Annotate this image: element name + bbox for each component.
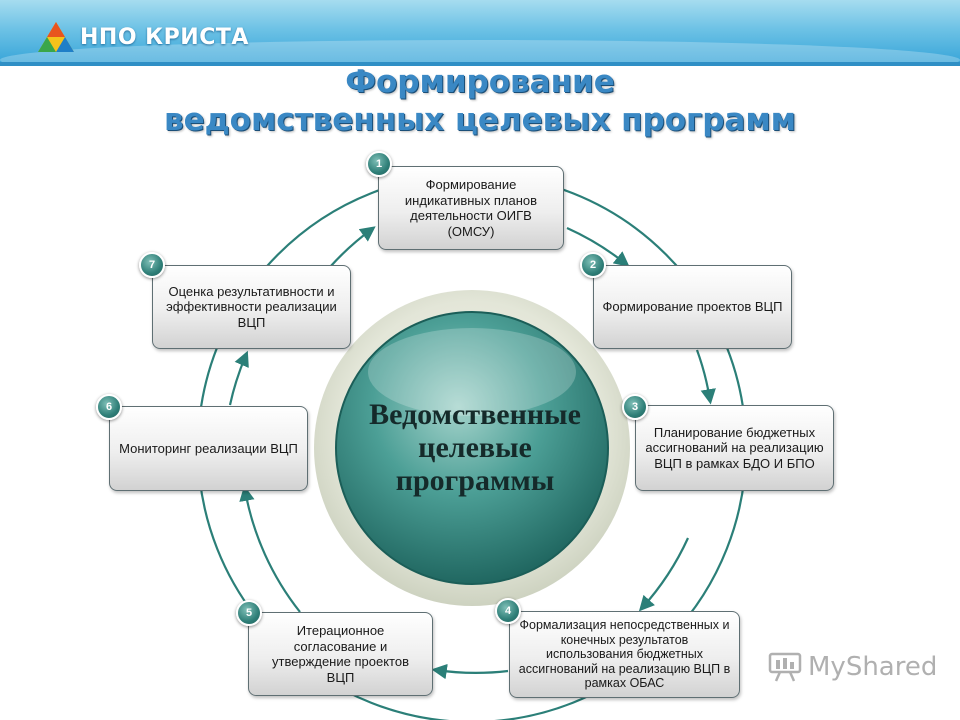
arrow-7-1 <box>329 226 376 268</box>
logo-triangle-icon <box>36 20 76 54</box>
step-badge-1: 1 <box>366 151 392 177</box>
step-num-3: 3 <box>631 401 639 413</box>
step-badge-7: 7 <box>139 252 165 278</box>
step-text-4: Формализация непосредственных и конечных… <box>518 618 731 691</box>
step-badge-4: 4 <box>495 598 521 624</box>
header-banner: НПО КРИСТА <box>0 0 960 62</box>
step-box-4[interactable]: Формализация непосредственных и конечных… <box>509 611 740 698</box>
step-badge-6: 6 <box>96 394 122 420</box>
center-label-line-2: целевые <box>418 431 532 464</box>
step-text-7: Оценка результативности и эффективности … <box>166 283 337 330</box>
arrow-6-7 <box>228 350 249 406</box>
watermark: MyShared <box>768 652 937 682</box>
header-divider <box>0 62 960 66</box>
center-label-line-1: Ведомственные <box>369 398 581 431</box>
step-num-4: 4 <box>504 605 512 617</box>
step-num-5: 5 <box>245 607 253 619</box>
step-text-1: Формирование индикативных планов деятель… <box>404 177 538 239</box>
step-text-6: Мониторинг реализации ВЦП <box>119 440 298 456</box>
step-num-1: 1 <box>375 158 383 170</box>
step-text-5: Итерационное согласование и утверждение … <box>272 623 409 685</box>
arrow-2-3 <box>695 349 716 405</box>
presentation-board-icon <box>768 652 802 682</box>
step-box-2[interactable]: Формирование проектов ВЦП <box>593 265 792 349</box>
arrow-4-5 <box>431 663 509 680</box>
step-text-3: Планирование бюджетных ассигнований на р… <box>645 424 824 471</box>
step-badge-5: 5 <box>236 600 262 626</box>
step-box-7[interactable]: Оценка результативности и эффективности … <box>152 265 351 349</box>
step-badge-3: 3 <box>622 394 648 420</box>
step-box-5[interactable]: Итерационное согласование и утверждение … <box>248 612 433 696</box>
step-badge-2: 2 <box>580 252 606 278</box>
page-title-line-2: ведомственных целевых программ <box>163 102 797 138</box>
arrow-3-4 <box>638 537 690 612</box>
arrow-1-2 <box>566 226 630 267</box>
step-num-6: 6 <box>105 401 113 413</box>
step-text-2: Формирование проектов ВЦП <box>602 299 783 315</box>
watermark-text: MyShared <box>808 652 938 682</box>
center-highlight <box>368 328 576 416</box>
logo-text: НПО КРИСТА <box>80 24 249 50</box>
page-title-line-1: Формирование <box>345 64 615 100</box>
center-label: Ведомственные целевые программы <box>340 398 610 497</box>
logo[interactable]: НПО КРИСТА <box>36 20 249 54</box>
step-num-2: 2 <box>589 259 597 271</box>
center-label-line-3: программы <box>395 464 555 497</box>
arrow-5-6 <box>239 485 301 613</box>
step-num-7: 7 <box>148 259 156 271</box>
step-box-1[interactable]: Формирование индикативных планов деятель… <box>378 166 564 250</box>
step-box-6[interactable]: Мониторинг реализации ВЦП <box>109 406 308 491</box>
page-title: Формирование ведомственных целевых прогр… <box>0 63 960 139</box>
step-box-3[interactable]: Планирование бюджетных ассигнований на р… <box>635 405 834 491</box>
header-wave <box>0 40 960 62</box>
center-disc <box>335 311 609 585</box>
